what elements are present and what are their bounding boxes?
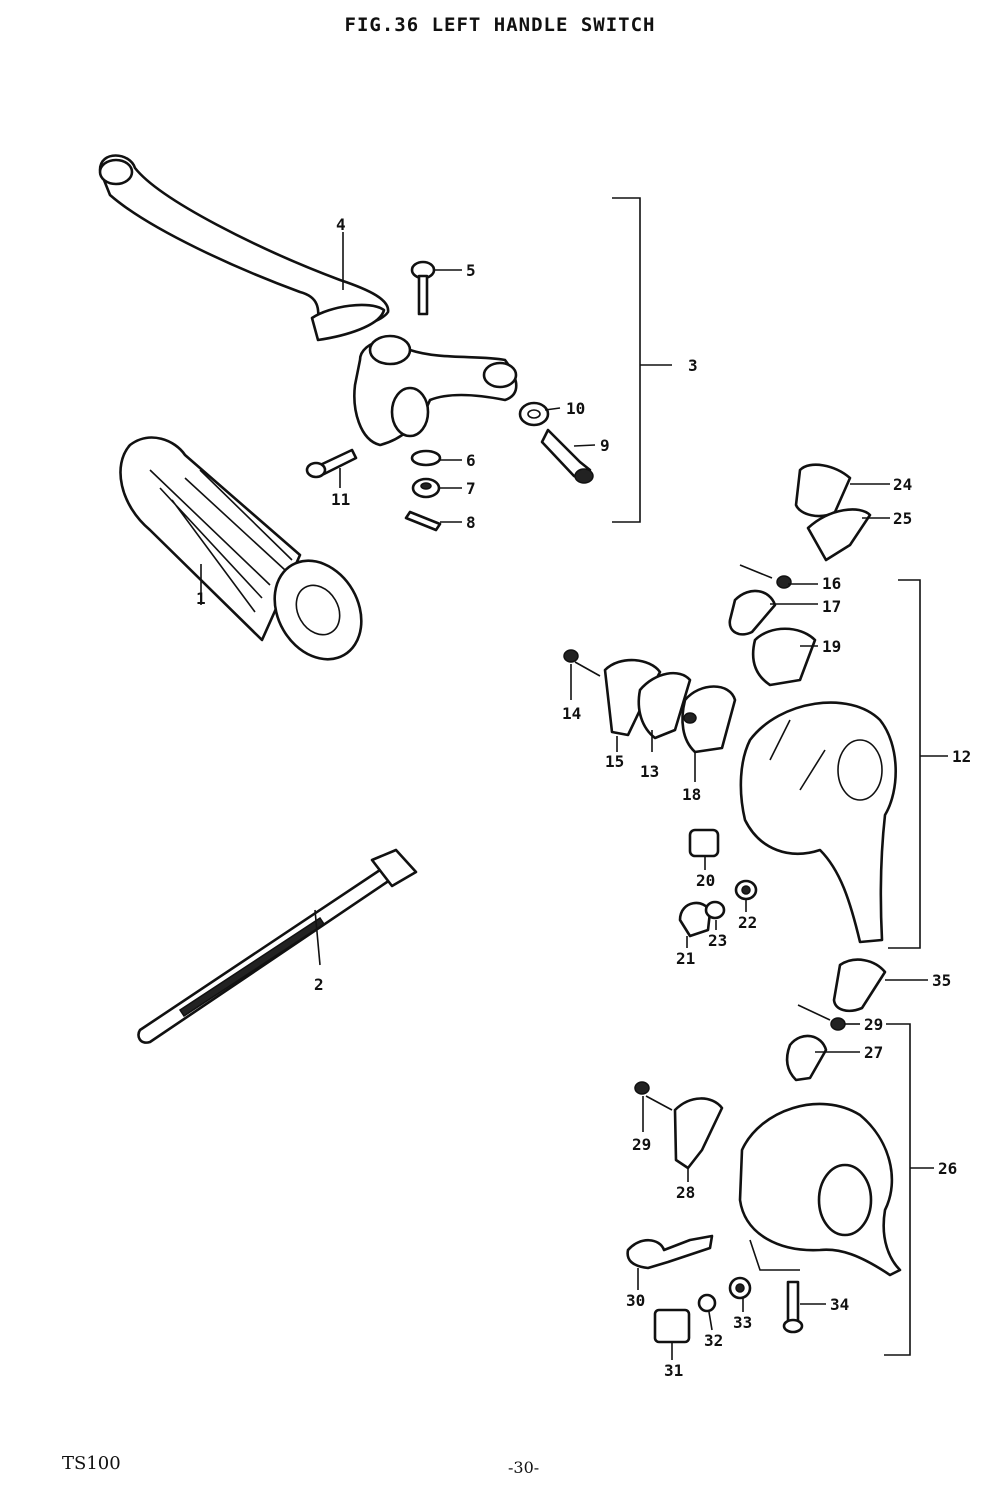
callout-10: 10	[566, 399, 585, 418]
callout-29-left: 29	[632, 1135, 651, 1154]
screw-29-lower	[634, 1081, 673, 1111]
callout-5: 5	[466, 261, 476, 280]
pin-8	[404, 510, 442, 532]
callout-16: 16	[822, 574, 841, 593]
callout-20: 20	[696, 871, 715, 890]
callout-23: 23	[708, 931, 727, 950]
callout-24: 24	[893, 475, 912, 494]
callout-27: 27	[864, 1043, 883, 1062]
screw-14	[563, 649, 601, 677]
callout-15: 15	[605, 752, 624, 771]
leader-lines	[200, 232, 928, 1360]
page-number: -30-	[508, 1458, 540, 1477]
callout-8: 8	[466, 513, 476, 532]
model-label: TS100	[62, 1453, 121, 1474]
plate-25	[806, 508, 872, 562]
figure-title: FIG.36 LEFT HANDLE SWITCH	[344, 14, 656, 36]
plate-13	[637, 671, 692, 740]
callout-11: 11	[331, 490, 350, 509]
bracket-group-3	[612, 197, 672, 523]
callout-1: 1	[196, 589, 206, 608]
lever-17	[728, 589, 777, 636]
knob-35	[832, 958, 887, 1013]
switch-housing-upper	[739, 701, 897, 944]
bulb-21	[678, 901, 712, 938]
callout-32: 32	[704, 1331, 723, 1350]
cable-band	[137, 848, 418, 1044]
knob-28	[673, 1097, 724, 1170]
bolt-11	[305, 448, 358, 479]
handle-grip	[119, 436, 363, 661]
callout-18: 18	[682, 785, 701, 804]
callout-3: 3	[688, 356, 698, 375]
screw-23	[704, 900, 726, 920]
callout-13: 13	[640, 762, 659, 781]
callout-26: 26	[938, 1159, 957, 1178]
switch-30	[626, 1234, 714, 1270]
nut-33	[728, 1276, 752, 1300]
callout-28: 28	[676, 1183, 695, 1202]
callout-33: 33	[733, 1313, 752, 1332]
washer-10	[518, 401, 550, 427]
callout-30: 30	[626, 1291, 645, 1310]
callout-6: 6	[466, 451, 476, 470]
knob-15	[603, 658, 662, 737]
nut-22	[734, 879, 758, 901]
switch-housing-lower	[738, 1102, 902, 1277]
callout-21: 21	[676, 949, 695, 968]
callout-9: 9	[600, 436, 610, 455]
callout-25: 25	[893, 509, 912, 528]
callout-7: 7	[466, 479, 476, 498]
callout-29-top: 29	[864, 1015, 883, 1034]
switch-19	[751, 627, 817, 687]
callout-22: 22	[738, 913, 757, 932]
spring-16	[739, 564, 792, 589]
bolt-5	[410, 260, 436, 316]
callout-4: 4	[336, 215, 346, 234]
nut-7	[411, 477, 441, 499]
knob-24	[794, 463, 852, 518]
callout-31: 31	[664, 1361, 683, 1380]
callout-2: 2	[314, 975, 324, 994]
screw-34	[782, 1280, 804, 1334]
callout-17: 17	[822, 597, 841, 616]
callout-14: 14	[562, 704, 581, 723]
callout-34: 34	[830, 1295, 849, 1314]
callout-19: 19	[822, 637, 841, 656]
callout-35: 35	[932, 971, 951, 990]
lever-27	[785, 1034, 828, 1082]
lever-holder	[353, 334, 518, 447]
clutch-lever	[98, 154, 390, 342]
bolt-9	[540, 428, 594, 484]
switch-18	[681, 685, 737, 754]
callout-12: 12	[952, 747, 971, 766]
screw-32	[697, 1293, 717, 1313]
bracket-group-26	[884, 1023, 934, 1356]
button-20	[688, 828, 720, 858]
bracket-group-12	[888, 579, 948, 949]
button-31	[653, 1308, 691, 1344]
washer-6	[410, 449, 442, 467]
callout-labels: 1 2 3 4 5 6 7 8 9 10 11 12 13 14 15 16 1…	[196, 215, 971, 1380]
